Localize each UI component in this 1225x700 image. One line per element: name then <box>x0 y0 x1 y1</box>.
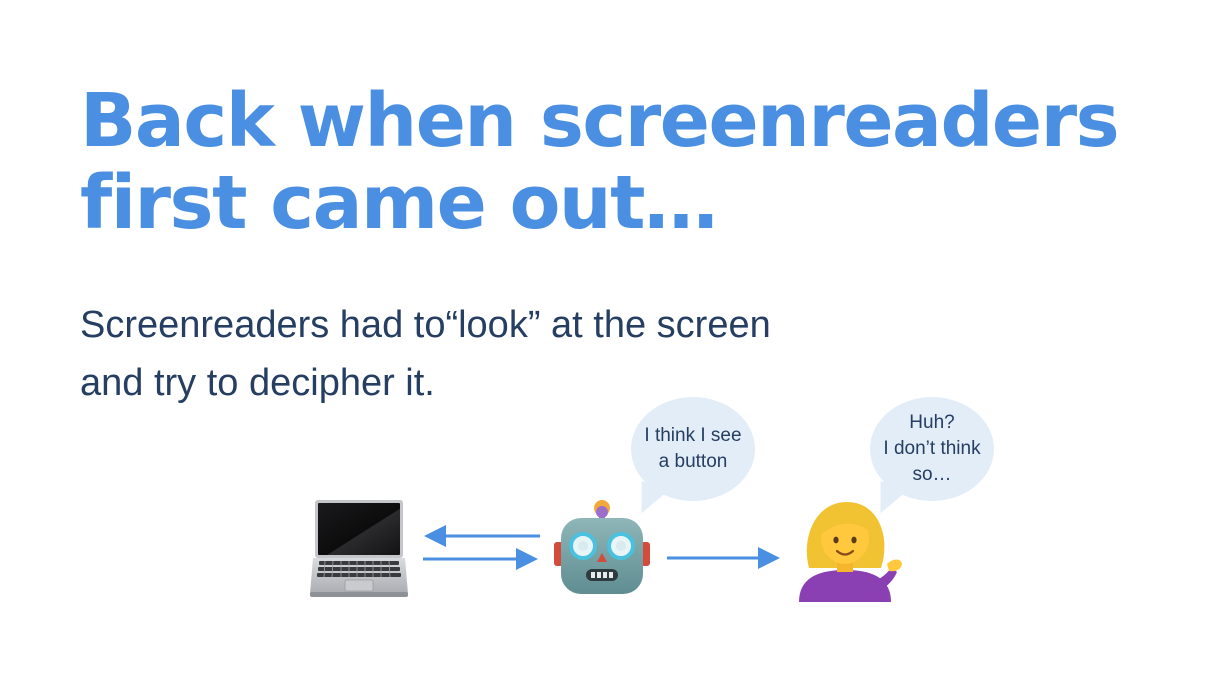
person-speech-bubble: Huh? I don’t think so… <box>869 397 994 520</box>
robot-speech-bubble: I think I see a button <box>630 397 755 520</box>
subtitle-line-1: Screenreaders had to“look” at the screen <box>80 304 771 346</box>
slide-subtitle: Screenreaders had to“look” at the screen… <box>80 296 1080 412</box>
robot-speech-line-1: I think I see <box>644 425 742 446</box>
robot-speech-line-2: a button <box>658 451 728 472</box>
person-speech-line-2: I don’t think <box>883 438 981 459</box>
person-speech-line-1: Huh? <box>909 412 955 433</box>
title-line-2: first came out… <box>80 160 718 246</box>
subtitle-line-2: and try to decipher it. <box>80 362 435 404</box>
person-speech-line-3: so… <box>912 464 952 485</box>
arrow-to-robot-head <box>516 548 538 570</box>
arrow-to-person-head <box>758 547 780 569</box>
robot-icon <box>554 500 650 594</box>
title-line-1: Back when screenreaders <box>80 78 1120 164</box>
arrow-to-laptop-head <box>424 525 446 547</box>
person-tipping-hand-icon <box>799 502 902 602</box>
laptop-icon <box>310 500 408 597</box>
slide-title: Back when screenreaders first came out… <box>80 80 1180 244</box>
